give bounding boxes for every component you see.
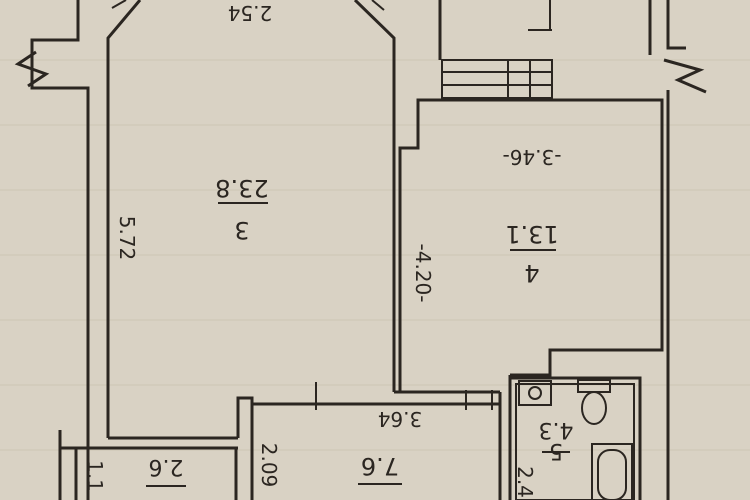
- bathroom-walls: [508, 375, 642, 500]
- dim-room-4-height: -4.20-: [411, 244, 435, 303]
- hall-area: 7.6: [361, 452, 399, 480]
- dim-bath-side: 2.4: [513, 466, 537, 498]
- dim-hall-height: 2.09: [257, 443, 281, 488]
- outer-wall-left: [14, 0, 90, 500]
- room-5-number: 5: [549, 438, 563, 463]
- small-room-area: 2.6: [149, 454, 184, 479]
- dim-room-4-width: -3.46-: [503, 145, 562, 169]
- plan-labels: 3 23.8 4 13.1 5 4.3 7.6 2.6 2.54 5.72 -3…: [83, 1, 574, 498]
- hall-walls: [236, 382, 502, 500]
- upper-right-walls: [438, 0, 707, 500]
- room-3-number: 3: [234, 216, 249, 244]
- room-4-area: 13.1: [505, 220, 558, 248]
- small-room-walls: [60, 446, 238, 500]
- dim-hall-width: 3.64: [378, 407, 423, 431]
- room-3-area: 23.8: [215, 174, 268, 202]
- room-4-number: 4: [524, 259, 539, 287]
- bathtub-icon: [591, 443, 633, 500]
- dim-room-3-height: 5.72: [115, 216, 139, 261]
- paper-grid: [0, 59, 750, 451]
- room-4-walls: [394, 98, 664, 394]
- room-3-walls: [106, 0, 396, 440]
- sink-icon: [518, 380, 552, 406]
- dim-top: 2.54: [228, 1, 273, 25]
- toilet-icon: [577, 379, 611, 425]
- dim-small-room: 1.1: [83, 460, 107, 492]
- room-5-area: 4.3: [539, 417, 574, 442]
